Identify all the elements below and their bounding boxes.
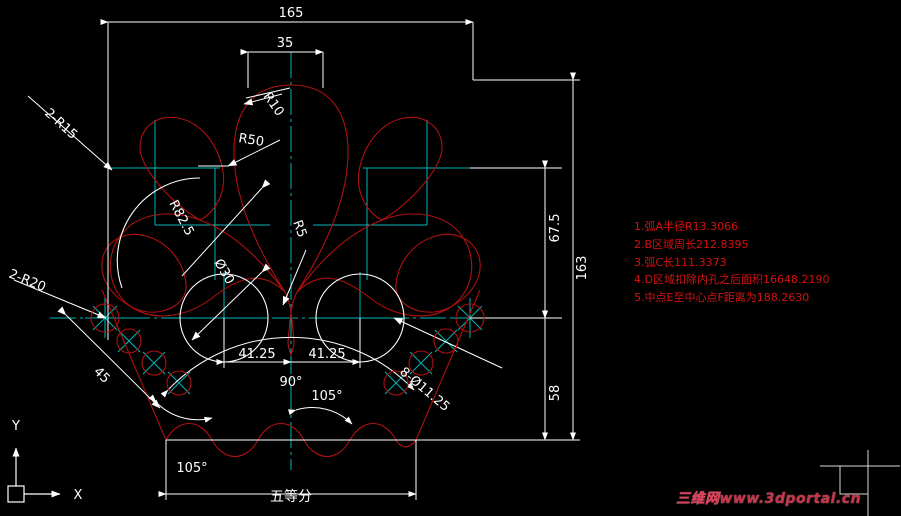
leader-r10-tail [245,87,291,99]
dim-163: 163 [575,256,590,281]
dim-35: 35 [277,36,294,51]
ucs-y-label: Y [11,419,20,434]
centerlines [50,52,560,470]
label-r82-5: R82.5 [165,198,196,239]
left-upper-petal [109,213,286,317]
angle-105-right: 105° [311,389,342,404]
leader-r5 [282,249,307,306]
note-item-2: 2.B区域周长212.8395 [634,237,749,251]
dim-67-5: 67.5 [548,214,563,243]
ucs-x-label: X [74,488,83,503]
label-8-holes: 8-Ø11.25 [396,365,452,415]
leader-d30 [191,263,271,341]
left-outer-lobe [139,116,225,221]
leader-r15 [27,95,113,171]
label-2-r20: 2-R20 [7,267,48,295]
label-d30: Ø30 [211,257,237,288]
watermark-cn: 三维网 [676,491,720,507]
label-2-r15: 2-R15 [41,106,80,143]
label-r5: R5 [289,218,309,239]
dimension-lines [13,19,580,500]
ucs-icon[interactable]: X Y [7,419,83,503]
hole-3 [141,350,167,376]
right-upper-petal [296,213,473,317]
hole-2 [116,328,142,354]
watermark-crosshair [820,450,900,516]
dim-45: 45 [90,364,112,386]
hole-8 [383,370,409,396]
note-item-5: 5.中点E至中心点F距离为188.2630 [634,291,810,305]
arc-105-left [148,394,213,423]
right-diagonal-edge [415,289,481,441]
leader-holes [393,317,503,369]
arc-90-degrees [160,336,415,398]
angle-90: 90° [279,375,302,390]
leader-r50 [227,139,281,167]
note-item-4: 4.D区域扣除内孔之后面积16648.2190 [634,273,830,287]
leader-r825 [181,179,271,277]
arc-105-right [287,407,353,425]
hole-5 [455,303,485,333]
bottom-label: 五等分 [270,488,312,505]
hole-1 [90,303,120,333]
note-item-1: 1.弧A半径R13.3066 [634,220,739,233]
arc-r82-5 [116,177,201,289]
right-lower-lobe [395,234,481,313]
watermark-url: www.3dportal.cn [719,491,862,507]
dim-45 [57,306,161,409]
hole-6 [433,328,459,354]
dimension-text: 165 35 41.25 41.25 90° 105° 105° 五等分 67.… [7,6,590,505]
central-tip [287,311,295,357]
construction-circles [116,177,405,363]
annotation-notes: 1.弧A半径R13.3066 2.B区域周长212.8395 3.弧C长111.… [634,218,896,307]
watermark: 三维网www.3dportal.cn [676,488,861,508]
angle-105-left: 105° [176,461,207,476]
hole-circles [90,303,485,396]
dim-165: 165 [279,6,304,21]
hole-4 [166,370,192,396]
right-outer-lobe [357,116,443,221]
label-r50: R50 [237,131,265,150]
hole-7 [408,350,434,376]
dim-41-25-right: 41.25 [308,347,345,362]
note-item-3: 3.弧C长111.3373 [634,255,727,269]
dim-58: 58 [548,385,563,402]
leader-r10 [243,93,283,106]
dim-41-25-left: 41.25 [238,347,275,362]
